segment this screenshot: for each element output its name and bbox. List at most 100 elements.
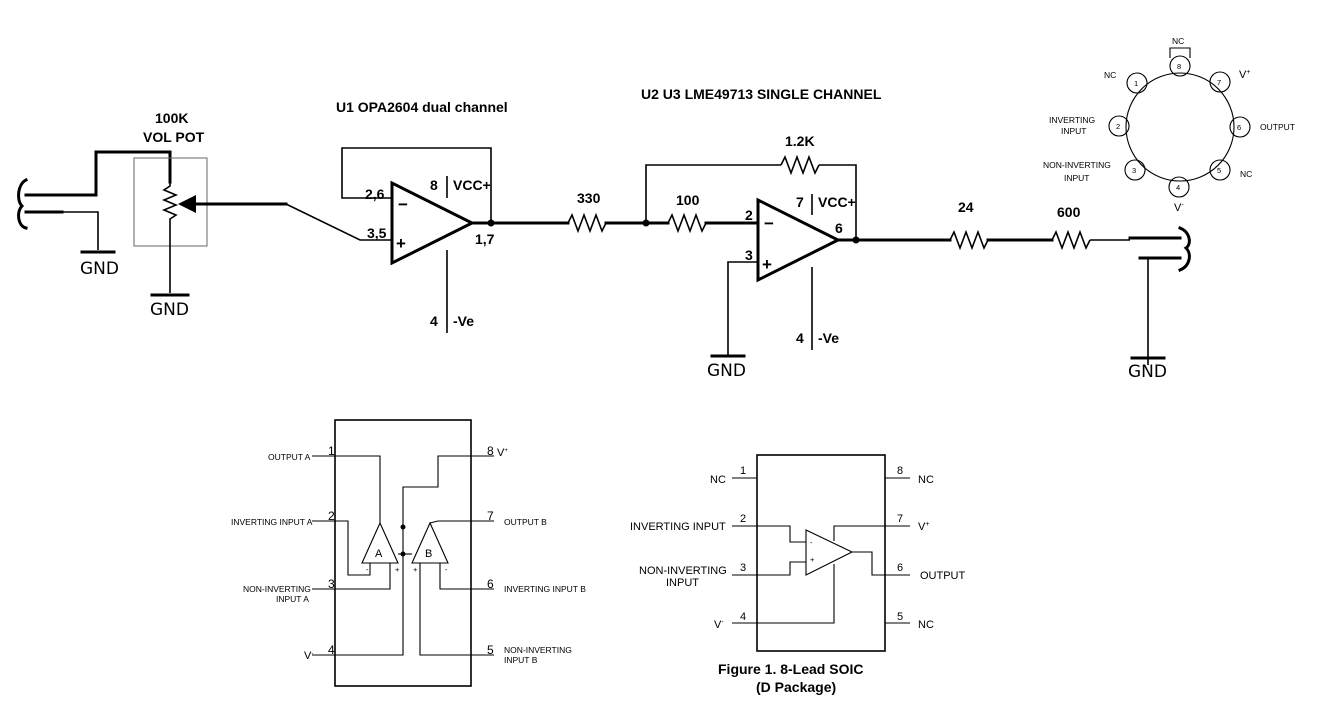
dual-vplus: V+ <box>497 447 508 459</box>
dual-output-a: OUTPUT A <box>268 452 311 462</box>
output-jack-symbol <box>1138 226 1191 272</box>
svg-text:+: + <box>762 255 772 274</box>
pot-resistor <box>161 182 179 226</box>
round-noninverting-1: NON-INVERTING <box>1043 160 1111 170</box>
soic-vplus: V+ <box>918 521 929 533</box>
round-inverting-1: INVERTING <box>1049 115 1095 125</box>
svg-text:+: + <box>395 565 400 574</box>
round-vplus: V+ <box>1239 69 1250 81</box>
dual-amp-b: B <box>425 548 432 560</box>
dual-noninverting-b-1: NON-INVERTING <box>504 645 572 655</box>
svg-text:-: - <box>366 565 369 574</box>
u1-pin-vcc: 8 <box>430 177 438 193</box>
dual-pin-6: 6 <box>487 577 494 591</box>
soic-noninverting-1: NON-INVERTING <box>639 565 727 577</box>
resistor-1k2 <box>780 154 820 176</box>
u1-vee-label: -Ve <box>453 313 474 329</box>
round-pin-1: 1 <box>1134 79 1138 88</box>
pot-value-label: 100K <box>155 110 188 126</box>
main-schematic: GND 100K VOL POT GND − + 2,6 3,5 8 VCC+ … <box>17 86 1191 382</box>
gnd-label-pot: GND <box>150 300 189 320</box>
soic-pin-8: 8 <box>897 465 903 477</box>
resistor-100 <box>667 212 707 234</box>
soic-nc5: NC <box>918 619 934 631</box>
input-jack-symbol <box>17 177 64 230</box>
u2-opamp-symbol <box>756 197 842 283</box>
soic-noninverting-2: INPUT <box>666 577 699 589</box>
svg-text:-: - <box>810 538 813 547</box>
svg-text:+: + <box>810 555 815 564</box>
gnd-label-jack: GND <box>80 259 119 279</box>
r600-label: 600 <box>1057 204 1081 220</box>
dual-inverting-b: INVERTING INPUT B <box>504 584 586 594</box>
u1-pin-inv: 2,6 <box>365 186 385 202</box>
r100-label: 100 <box>676 192 700 208</box>
dual-pin-5: 5 <box>487 643 494 657</box>
resistor-330 <box>567 212 607 234</box>
pot-wiper-arrow <box>178 195 196 213</box>
dual-pin-4: 4 <box>328 643 335 657</box>
soic-opamp-symbol <box>805 529 854 576</box>
resistor-600 <box>1051 229 1091 251</box>
u1-vcc-label: VCC+ <box>453 177 491 193</box>
u1-pin-out: 1,7 <box>475 231 495 247</box>
u2-pin-out: 6 <box>835 220 843 236</box>
r1k2-label: 1.2K <box>785 133 815 149</box>
round-output: OUTPUT <box>1260 122 1295 132</box>
dual-pin-1: 1 <box>328 444 335 458</box>
round-pin-5: 5 <box>1217 166 1221 175</box>
round-noninverting-2: INPUT <box>1064 173 1090 183</box>
r24-label: 24 <box>958 199 974 215</box>
soic-nc1: NC <box>710 474 726 486</box>
dual-package-pinout: 1 2 3 4 8 7 6 5 OUTPUT A INVERTING INPUT… <box>231 419 586 687</box>
u2-pin-vee: 4 <box>796 330 804 346</box>
soic-pin-6: 6 <box>897 562 903 574</box>
soic-pin-4: 4 <box>740 611 746 623</box>
round-nc-right: NC <box>1240 169 1252 179</box>
dual-inverting-a: INVERTING INPUT A <box>231 517 313 527</box>
svg-text:−: − <box>764 214 774 233</box>
svg-text:+: + <box>413 565 418 574</box>
soic-pin-2: 2 <box>740 513 746 525</box>
u2-vee-label: -Ve <box>818 330 839 346</box>
gnd-label-out: GND <box>1128 362 1167 382</box>
dual-vminus: V- <box>304 650 313 662</box>
svg-text:−: − <box>398 195 408 214</box>
round-nc-left: NC <box>1104 70 1116 80</box>
round-pin-2: 2 <box>1116 122 1120 131</box>
u1-title: U1 OPA2604 dual channel <box>336 99 508 115</box>
round-package-pinout: NC 8 1 7 2 6 3 5 4 NC V+ INVERTING INPUT… <box>1043 36 1295 214</box>
dual-pin-7: 7 <box>487 509 494 523</box>
dual-noninverting-b-2: INPUT B <box>504 655 538 665</box>
round-pin-7: 7 <box>1217 78 1221 87</box>
soic-pin-3: 3 <box>740 562 746 574</box>
u1-opamp-symbol <box>390 180 476 266</box>
soic-package-pinout: 1 2 3 4 8 7 6 5 NC INVERTING INPUT NON-I… <box>630 454 966 695</box>
svg-text:-: - <box>445 565 448 574</box>
u2-pin-vcc: 7 <box>796 194 804 210</box>
u2-title: U2 U3 LME49713 SINGLE CHANNEL <box>641 86 882 102</box>
u2-pin-noninv: 3 <box>745 247 753 263</box>
u2-vcc-label: VCC+ <box>818 194 856 210</box>
dual-noninverting-a-1: NON-INVERTING <box>243 584 311 594</box>
soic-pin-1: 1 <box>740 465 746 477</box>
round-pin-8: 8 <box>1177 62 1181 71</box>
r330-label: 330 <box>577 190 601 206</box>
soic-output: OUTPUT <box>920 570 966 582</box>
dual-amp-a: A <box>375 548 383 560</box>
soic-pin-7: 7 <box>897 513 903 525</box>
dual-pin-8: 8 <box>487 444 494 458</box>
soic-caption-2: (D Package) <box>756 679 836 695</box>
round-inverting-2: INPUT <box>1061 126 1087 136</box>
gnd-label-u2: GND <box>707 361 746 381</box>
dual-noninverting-a-2: INPUT A <box>276 594 309 604</box>
pot-name-label: VOL POT <box>143 129 205 145</box>
soic-inverting: INVERTING INPUT <box>630 521 726 533</box>
dual-pin-2: 2 <box>328 509 335 523</box>
u2-pin-inv: 2 <box>745 207 753 223</box>
round-pin-4: 4 <box>1176 183 1180 192</box>
round-pin-3: 3 <box>1132 166 1136 175</box>
soic-nc8: NC <box>918 474 934 486</box>
round-vminus: V- <box>1174 202 1184 214</box>
